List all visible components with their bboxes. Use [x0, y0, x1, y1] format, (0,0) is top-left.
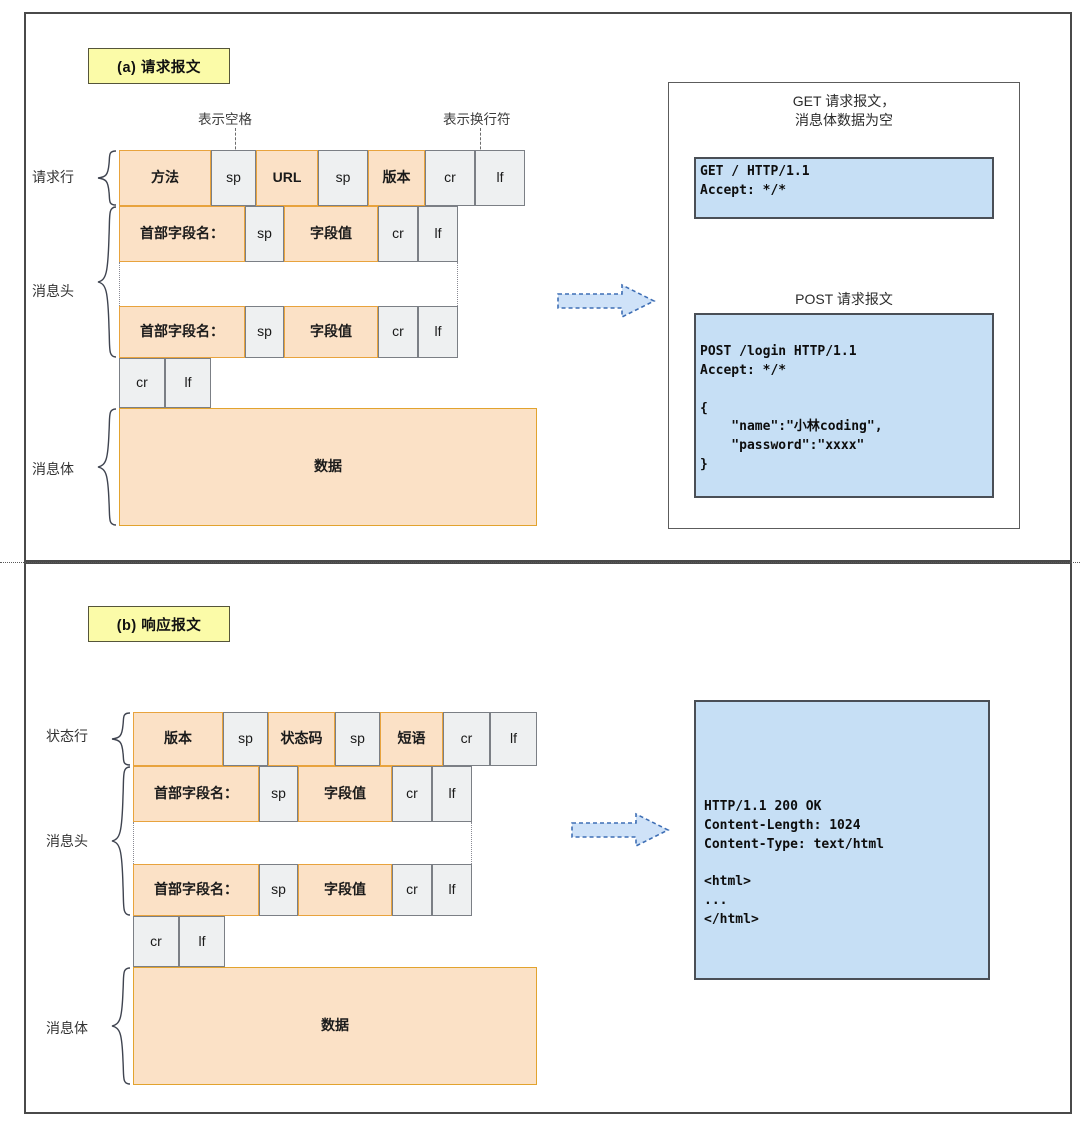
annotation-newline-a: 表示换行符	[443, 112, 511, 127]
cell-header-cr-b1: cr	[392, 766, 432, 822]
get-example-caption: GET 请求报文， 消息体数据为空	[792, 93, 896, 128]
cell-status-version: 版本	[133, 712, 223, 766]
cell-header-sp-a1: sp	[245, 206, 284, 262]
cell-blank-lf-b: lf	[179, 916, 225, 967]
cell-header-value-b2: 字段值	[298, 864, 392, 916]
group-label-request-line: 请求行	[32, 169, 74, 185]
cell-header-value-a2: 字段值	[284, 306, 378, 358]
section-b-title-chip: (b) 响应报文	[88, 606, 230, 642]
cell-header-sp-b2: sp	[259, 864, 298, 916]
section-a-title-chip: (a) 请求报文	[88, 48, 230, 84]
brace-headers-a	[97, 206, 117, 358]
leader-newline-a	[480, 128, 481, 154]
section-b-title-label: (b) 响应报文	[116, 617, 202, 634]
header-gap-left-dots-b	[133, 822, 134, 864]
cell-cr-1: cr	[425, 150, 475, 206]
post-example-caption: POST 请求报文	[795, 291, 893, 307]
cell-header-name-b2: 首部字段名：	[133, 864, 259, 916]
cell-blank-cr-a: cr	[119, 358, 165, 408]
flow-arrow-b	[571, 812, 670, 848]
response-example-code: HTTP/1.1 200 OK Content-Length: 1024 Con…	[694, 700, 990, 980]
header-gap-left-dots-a	[119, 262, 120, 306]
cell-header-name-a2: 首部字段名：	[119, 306, 245, 358]
cell-status-cr: cr	[443, 712, 490, 766]
cell-status-sp-2: sp	[335, 712, 380, 766]
cell-header-cr-a2: cr	[378, 306, 418, 358]
brace-body-b	[111, 967, 131, 1085]
header-gap-right-dots-b	[471, 822, 472, 864]
group-label-body-a: 消息体	[32, 461, 74, 477]
group-label-body-b: 消息体	[46, 1020, 88, 1036]
cell-header-lf-b1: lf	[432, 766, 472, 822]
post-example-code: POST /login HTTP/1.1 Accept: */* { "name…	[694, 313, 994, 498]
cell-header-value-b1: 字段值	[298, 766, 392, 822]
outer-frame-top	[24, 12, 1072, 562]
cell-body-b: 数据	[133, 967, 537, 1085]
brace-request-line	[97, 150, 117, 206]
cell-version: 版本	[368, 150, 425, 206]
cell-header-value-a1: 字段值	[284, 206, 378, 262]
cell-header-sp-a2: sp	[245, 306, 284, 358]
cell-header-sp-b1: sp	[259, 766, 298, 822]
cell-header-cr-b2: cr	[392, 864, 432, 916]
group-label-headers-b: 消息头	[46, 833, 88, 849]
cell-blank-lf-a: lf	[165, 358, 211, 408]
cell-status-code: 状态码	[268, 712, 335, 766]
group-label-status-line: 状态行	[46, 728, 88, 744]
cell-lf-1: lf	[475, 150, 525, 206]
cell-method: 方法	[119, 150, 211, 206]
cell-header-lf-a2: lf	[418, 306, 458, 358]
cell-status-sp-1: sp	[223, 712, 268, 766]
cell-status-lf: lf	[490, 712, 537, 766]
get-example-code: GET / HTTP/1.1 Accept: */*	[694, 157, 994, 219]
brace-headers-b	[111, 766, 131, 916]
cell-url: URL	[256, 150, 318, 206]
cell-blank-cr-b: cr	[133, 916, 179, 967]
brace-body-a	[97, 408, 117, 526]
leader-space-a	[235, 128, 236, 154]
header-gap-right-dots-a	[457, 262, 458, 306]
cell-header-name-b1: 首部字段名：	[133, 766, 259, 822]
group-label-headers-a: 消息头	[32, 283, 74, 299]
cell-sp-1: sp	[211, 150, 256, 206]
brace-status-line	[111, 712, 131, 766]
cell-sp-2: sp	[318, 150, 368, 206]
cell-header-name-a1: 首部字段名：	[119, 206, 245, 262]
annotation-space-a: 表示空格	[198, 112, 252, 127]
section-a-title-label: (a) 请求报文	[117, 59, 201, 76]
cell-header-lf-a1: lf	[418, 206, 458, 262]
cell-body-a: 数据	[119, 408, 537, 526]
flow-arrow-a	[557, 283, 656, 319]
section-divider	[0, 562, 1080, 563]
cell-header-cr-a1: cr	[378, 206, 418, 262]
cell-status-phrase: 短语	[380, 712, 443, 766]
outer-frame-bottom	[24, 562, 1072, 1114]
cell-header-lf-b2: lf	[432, 864, 472, 916]
